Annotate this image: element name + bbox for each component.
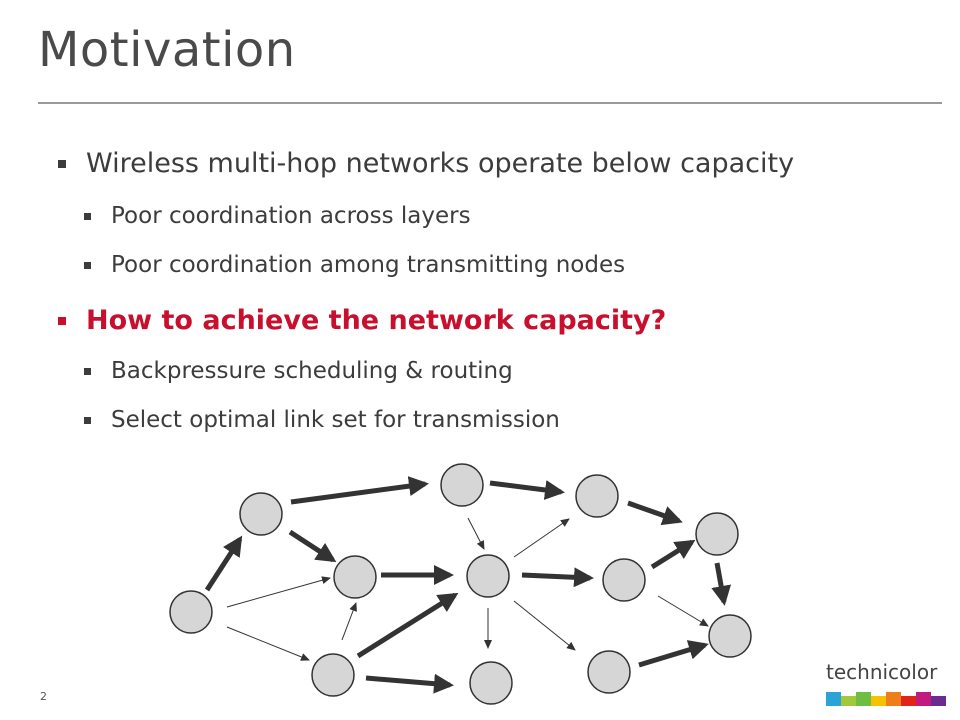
square-bullet-icon (58, 159, 66, 168)
thin-link (226, 626, 310, 661)
bullet-text: Poor coordination across layers (111, 203, 471, 229)
thick-link (638, 640, 709, 668)
thick-link (365, 673, 454, 694)
bullet-coordination-layers: Poor coordination across layers (84, 203, 471, 229)
network-node (708, 614, 752, 658)
thin-link (467, 517, 485, 550)
thick-link (711, 562, 732, 606)
thin-link (513, 600, 576, 651)
network-node (587, 650, 631, 694)
network-node (239, 492, 283, 536)
logo-block (841, 696, 856, 706)
technicolor-logo: technicolor (826, 660, 946, 712)
logo-block (871, 696, 886, 706)
thick-link (356, 592, 459, 659)
network-node (169, 590, 213, 634)
thick-link (290, 476, 429, 505)
bullet-text: Poor coordination among transmitting nod… (111, 252, 626, 278)
logo-block (931, 696, 946, 706)
bullet-text: How to achieve the network capacity? (86, 305, 667, 336)
network-node (311, 653, 355, 697)
thick-link (204, 535, 243, 592)
bullet-achieve-capacity: How to achieve the network capacity? (58, 305, 666, 336)
logo-block (826, 692, 841, 706)
network-node (440, 463, 484, 507)
thick-link (288, 529, 337, 563)
bullet-optimal-link-set: Select optimal link set for transmission (84, 407, 560, 433)
square-bullet-icon (84, 367, 91, 375)
page-number: 2 (40, 690, 47, 703)
network-node (469, 661, 513, 705)
thick-link (489, 480, 565, 500)
network-node (466, 554, 510, 598)
network-node (695, 512, 739, 556)
network-node (602, 558, 646, 602)
thick-link (650, 539, 696, 570)
logo-block (856, 692, 871, 706)
square-bullet-icon (84, 416, 91, 424)
thick-link (521, 567, 594, 588)
square-bullet-icon (84, 261, 91, 269)
logo-text: technicolor (826, 660, 938, 684)
square-bullet-icon (58, 316, 66, 325)
square-bullet-icon (84, 212, 91, 220)
logo-block (916, 692, 931, 706)
thin-link (657, 595, 709, 627)
network-node (575, 474, 619, 518)
thin-link (513, 518, 570, 558)
slide-title: Motivation (38, 22, 296, 78)
bullet-coordination-nodes: Poor coordination among transmitting nod… (84, 252, 625, 278)
logo-color-blocks (826, 692, 946, 706)
logo-block (886, 692, 901, 706)
bullet-wireless-networks: Wireless multi-hop networks operate belo… (58, 148, 794, 179)
title-divider (38, 102, 942, 104)
thin-link (341, 602, 357, 641)
bullet-text: Wireless multi-hop networks operate belo… (86, 148, 795, 179)
network-node (333, 555, 377, 599)
logo-block (901, 696, 916, 706)
bullet-backpressure: Backpressure scheduling & routing (84, 358, 513, 384)
thin-link (226, 576, 331, 608)
bullet-text: Select optimal link set for transmission (111, 407, 560, 433)
thick-link (627, 500, 683, 526)
bullet-text: Backpressure scheduling & routing (111, 358, 513, 384)
